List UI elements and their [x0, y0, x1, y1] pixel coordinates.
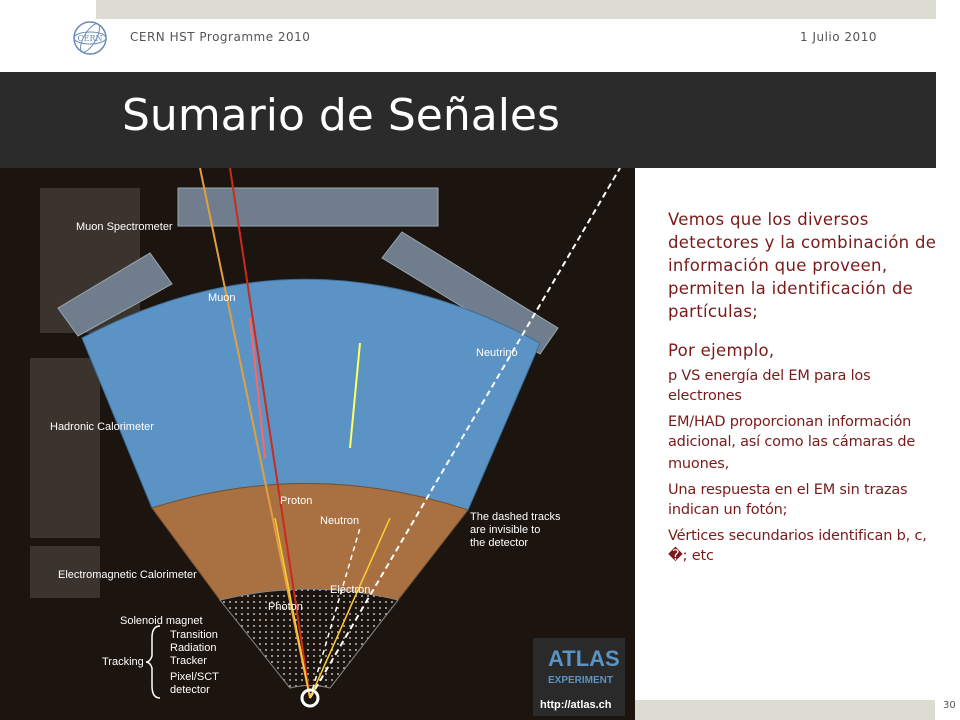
list-item: Una respuesta en el EM sin trazas indica…: [668, 482, 908, 518]
hadronic-calorimeter: [81, 278, 541, 511]
neutron-track: [309, 527, 361, 699]
label-neutron: Neutron: [320, 515, 359, 527]
shower-right: [349, 342, 361, 449]
neutrino-track: [309, 168, 621, 699]
label-proton: Proton: [280, 495, 312, 507]
atlas-logo-experiment: EXPERIMENT: [548, 675, 613, 686]
label-dashed-note-1: The dashed tracks: [470, 511, 561, 523]
content-column: Vemos que los diversos detectores y la c…: [668, 208, 948, 572]
muon-chamber-left: [57, 252, 173, 337]
title-bar: [0, 72, 936, 168]
muon-track: [199, 168, 311, 699]
page-number: 30: [943, 700, 956, 711]
list-item: Vértices secundarios identifican b, c, �…: [668, 528, 927, 564]
photon-track: [274, 517, 311, 699]
paragraph-intro: Vemos que los diversos detectores y la c…: [668, 210, 937, 321]
tracker: [219, 588, 399, 689]
label-neutrino: Neutrino: [476, 347, 518, 359]
label-tracking: Tracking: [102, 656, 144, 668]
hadronic-panel: [30, 358, 100, 538]
proton-track: [229, 168, 311, 699]
header-programme: CERN HST Programme 2010: [130, 30, 311, 44]
list-item: muones,: [668, 456, 730, 472]
label-dashed-note-3: the detector: [470, 537, 528, 549]
label-pixel: Pixel/SCT: [170, 671, 219, 683]
shower-left: [249, 317, 266, 459]
em-panel: [30, 546, 100, 598]
label-solenoid: Solenoid magnet: [120, 615, 203, 627]
cern-logo: CERN: [73, 21, 107, 55]
electron-track: [309, 517, 391, 699]
label-hadronic-calorimeter: Hadronic Calorimeter: [50, 421, 154, 433]
label-radiation: Radiation: [170, 642, 216, 654]
top-strip: [96, 0, 936, 19]
svg-text:CERN: CERN: [78, 34, 103, 43]
interaction-point: [300, 688, 320, 708]
header-date: 1 Julio 2010: [800, 30, 877, 44]
bottom-strip: [635, 700, 935, 720]
label-muon: Muon: [208, 292, 236, 304]
tracking-brace: [145, 625, 161, 699]
label-muon-spectrometer: Muon Spectrometer: [76, 221, 173, 233]
muon-chamber-top: [177, 187, 439, 227]
atlas-url: http://atlas.ch: [540, 699, 612, 711]
label-photon: Photon: [268, 601, 303, 613]
page-title: Sumario de Señales: [122, 90, 560, 141]
list-item: EM/HAD proporcionan información adiciona…: [668, 414, 916, 450]
paragraph-example: Por ejemplo,: [668, 341, 775, 360]
label-electron: Electron: [330, 584, 370, 596]
label-transition: Transition: [170, 629, 218, 641]
label-tracker: Tracker: [170, 655, 207, 667]
label-dashed-note-2: are invisible to: [470, 524, 540, 536]
label-detector: detector: [170, 684, 210, 696]
label-em-calorimeter: Electromagnetic Calorimeter: [58, 569, 197, 581]
atlas-logo: ATLAS EXPERIMENT http://atlas.ch: [533, 638, 625, 716]
list-item: p VS energía del EM para los electrones: [668, 368, 871, 404]
atlas-logo-text: ATLAS: [548, 646, 620, 671]
atlas-detector-diagram: Muon Spectrometer Hadronic Calorimeter E…: [0, 168, 635, 720]
